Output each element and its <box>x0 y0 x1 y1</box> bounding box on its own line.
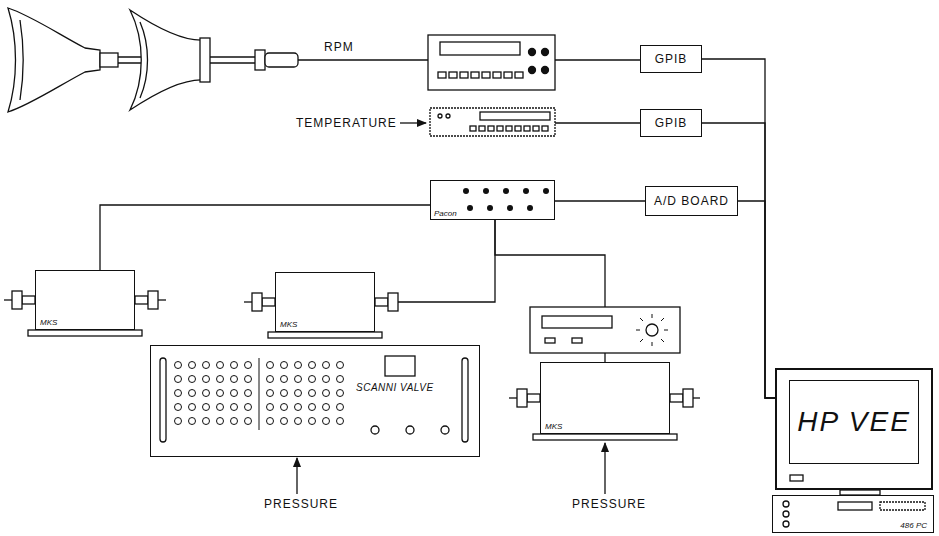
scanivalve: SCANNI VALVE <box>150 345 480 457</box>
pressure-transducer: MKS <box>35 270 135 330</box>
gpib-interface: GPIB <box>640 45 702 73</box>
pressure-readout <box>530 307 680 353</box>
signal-name: PRESSURE <box>262 497 340 511</box>
signal-name: TEMPERATURE <box>294 116 399 130</box>
ad-board: A/D BOARD <box>645 186 738 216</box>
node-text: GPIB <box>655 116 688 130</box>
node-text: GPIB <box>655 52 688 66</box>
node-text: MKS <box>545 422 562 431</box>
signal-conditioner: Pacon <box>430 180 555 220</box>
node-text: HP VEE <box>789 380 919 464</box>
pressure-transducer: MKS <box>275 272 375 332</box>
signal-wire <box>702 123 775 398</box>
computer-details <box>783 475 925 527</box>
signal-name: RPM <box>322 40 356 54</box>
pc-base: 486 PC <box>772 495 934 533</box>
signal-wire <box>398 220 495 302</box>
node-text: SCANNI VALVE <box>356 382 434 393</box>
signal-name: PRESSURE <box>570 497 648 511</box>
signal-wire <box>738 201 775 398</box>
node-text: MKS <box>280 320 297 329</box>
node-text: MKS <box>40 318 57 327</box>
transducer-fittings <box>4 291 700 440</box>
signal-wire <box>702 59 775 398</box>
node-text: Pacon <box>434 209 457 218</box>
rpm-counter <box>428 35 555 90</box>
scanivalve-ports <box>175 358 344 430</box>
node-text: 486 PC <box>900 521 927 530</box>
pressure-transducer: MKS <box>540 362 670 434</box>
signal-wire <box>555 200 645 201</box>
node-text: A/D BOARD <box>654 194 729 208</box>
scanivalve-details <box>160 356 468 442</box>
conditioner-dots <box>463 188 549 211</box>
turbocharger <box>8 8 298 112</box>
signal-wire <box>100 205 430 270</box>
gpib-interface: GPIB <box>640 109 702 137</box>
temperature-meter <box>430 108 555 136</box>
pc-monitor: HP VEE <box>775 368 933 490</box>
